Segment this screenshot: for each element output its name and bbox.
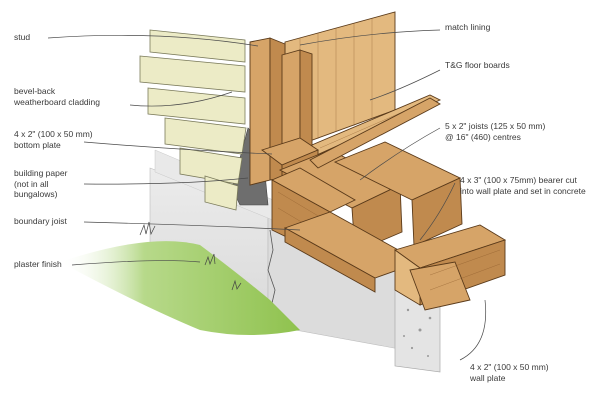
- label-building-paper: building paper (not in all bungalows): [14, 168, 68, 199]
- label-bearer: 4 x 3" (100 x 75mm) bearer cut into wall…: [460, 175, 586, 196]
- label-plaster-finish: plaster finish: [14, 259, 62, 269]
- upper-joist: [309, 97, 441, 169]
- leader-lines: [47, 29, 487, 361]
- label-match-lining: match lining: [445, 22, 491, 32]
- wall-plate: [283, 211, 422, 293]
- floor-joists: [278, 141, 463, 253]
- bearer: [393, 224, 507, 311]
- grass-slope: [60, 221, 300, 335]
- label-floor-boards: T&G floor boards: [445, 60, 510, 70]
- label-bottom-plate: 4 x 2" (100 x 50 mm) bottom plate: [14, 129, 93, 150]
- label-stud: stud: [14, 32, 31, 42]
- label-boundary-joist: boundary joist: [14, 216, 67, 226]
- label-wall-plate: 4 x 2" (100 x 50 mm) wall plate: [470, 362, 549, 383]
- label-bevel-back-cladding: bevel-back weatherboard cladding: [14, 86, 101, 107]
- weatherboard-cladding: [139, 29, 247, 211]
- label-joists: 5 x 2" joists (125 x 50 mm) @ 16" (460) …: [445, 121, 546, 142]
